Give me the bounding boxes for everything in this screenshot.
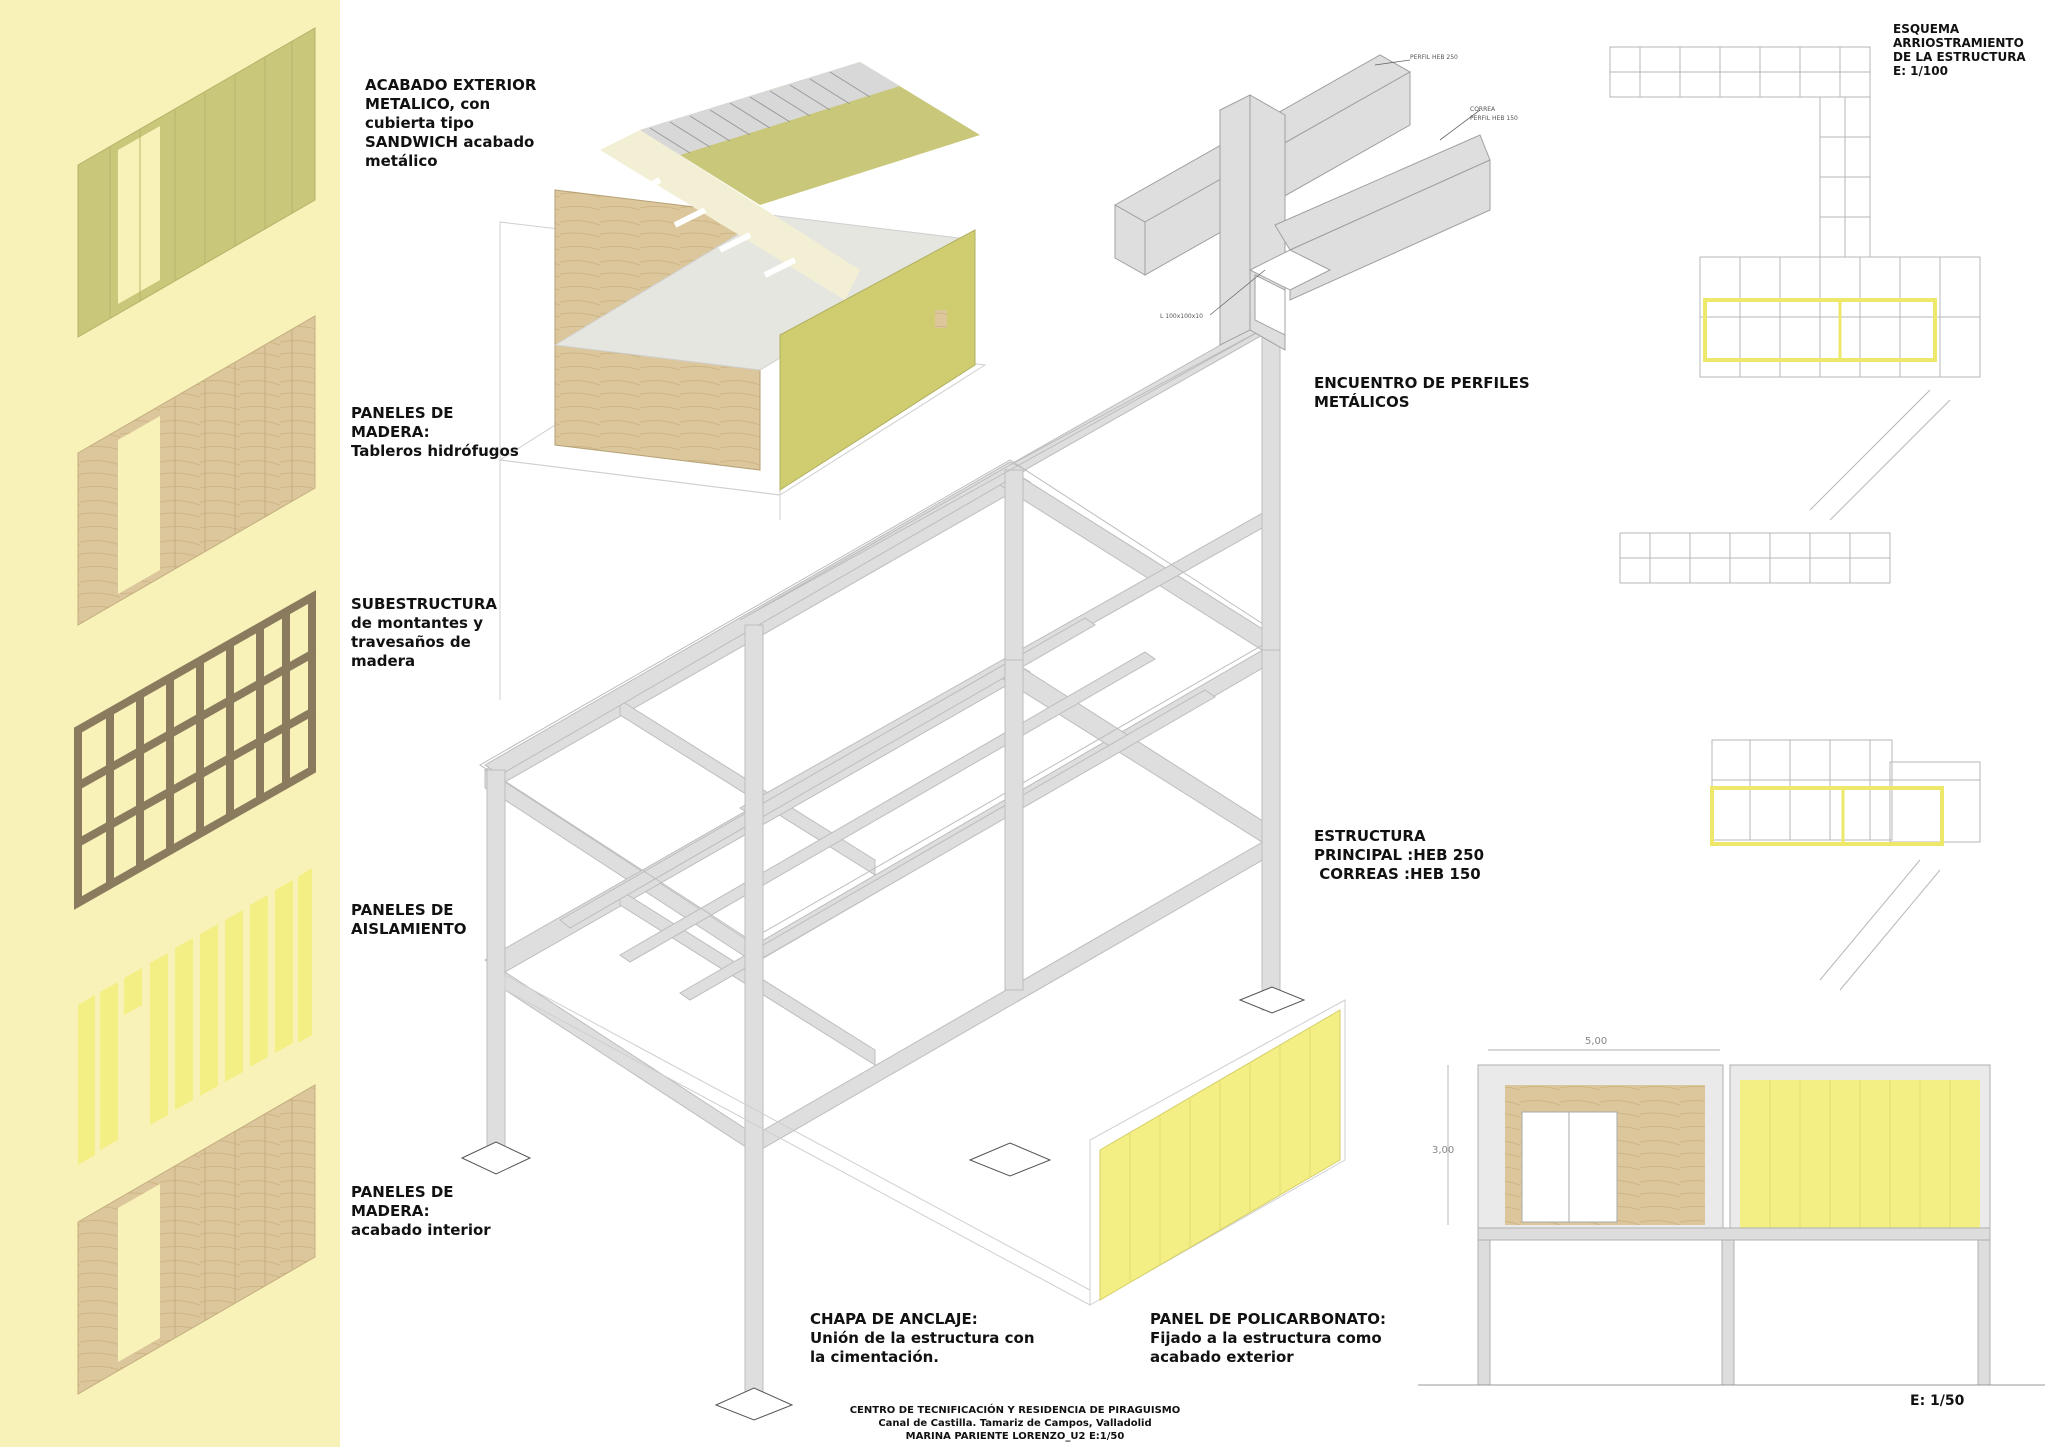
metal-panel-layer (77, 27, 316, 338)
tag-angle: L 100x100x10 (1160, 313, 1203, 320)
tag-perfil-heb250: PERFIL HEB 250 (1410, 54, 1458, 61)
footer-credits: CENTRO DE TECNIFICACIÓN Y RESIDENCIA DE … (849, 1405, 1181, 1442)
highlight-module-lower (1710, 786, 1944, 846)
detail-leaders (1209, 59, 1481, 316)
polycarbonate-box (504, 974, 1346, 1306)
label-panel-policarbonato: PANEL DE POLICARBONATO:Fijado a la estru… (1150, 1310, 1386, 1366)
timber-frame-layer (74, 590, 316, 910)
insulation-layer (78, 868, 312, 1165)
dimension-height: 3,00 (1432, 1145, 1455, 1156)
wood-panel-layer-1 (77, 315, 316, 626)
tag-correa: CORREA (1470, 106, 1496, 113)
tag-perfil-heb150: PERFIL HEB 150 (1470, 115, 1518, 122)
elevation-drawing (1418, 1049, 2045, 1386)
base-plates (460, 986, 1306, 1421)
steel-joint-detail (1113, 54, 1491, 351)
label-chapa-anclaje: CHAPA DE ANCLAJE:Unión de la estructura … (810, 1310, 1035, 1366)
module-cutaway (498, 62, 987, 700)
bracing-plan-lower (1711, 739, 1981, 991)
steel-frame (479, 317, 1282, 1406)
wood-panel-layer-2 (77, 1084, 316, 1395)
bracing-plan-upper (1609, 46, 1981, 584)
highlight-module-upper (1703, 298, 1937, 362)
label-scale-elevation: E: 1/50 (1910, 1393, 1965, 1409)
dimension-width: 5,00 (1585, 1036, 1608, 1047)
